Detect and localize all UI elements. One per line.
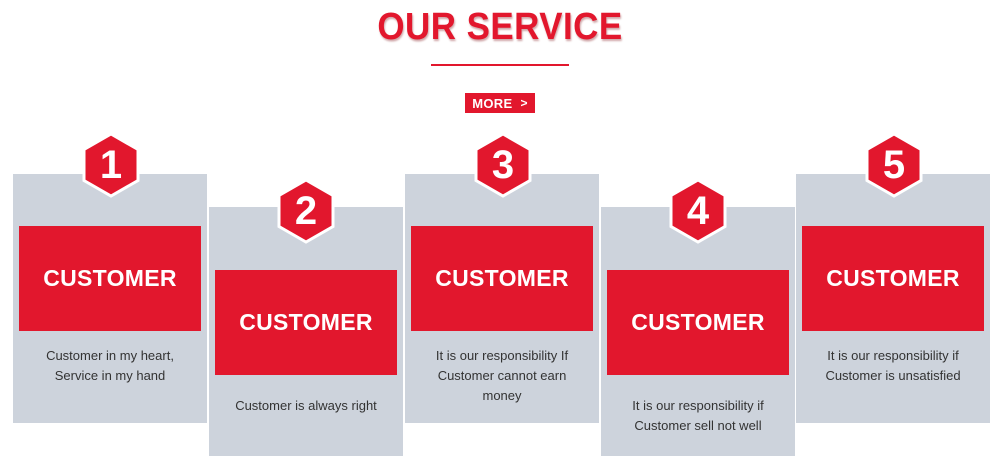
more-button[interactable]: MORE > (465, 93, 535, 113)
badge-number: 5 (882, 142, 906, 187)
card-banner: CUSTOMER (411, 226, 593, 331)
card-description: Customer is always right (219, 396, 393, 416)
service-card-1: CUSTOMER Customer in my heart, Service i… (13, 174, 207, 423)
badge-number: 4 (686, 188, 710, 233)
service-card-5: CUSTOMER It is our responsibility if Cus… (796, 174, 990, 423)
card-banner: CUSTOMER (607, 270, 789, 375)
card-description-line: It is our responsibility If (435, 348, 569, 363)
card-description-line: Customer in my heart, (46, 348, 174, 363)
card-description: Customer in my heart, Service in my hand (23, 346, 197, 386)
hexagon-badge-3: 3 (472, 132, 534, 198)
hexagon-badge-2: 2 (275, 178, 337, 244)
card-description-line: Customer is unsatisfied (825, 368, 961, 383)
card-description-line: Customer sell not well (634, 418, 762, 433)
card-description: It is our responsibility if Customer sel… (611, 396, 785, 436)
card-description-line: Customer cannot earn (437, 368, 567, 383)
more-button-label: MORE (472, 95, 513, 111)
card-description: It is our responsibility If Customer can… (415, 346, 589, 406)
card-description-line: It is our responsibility if (827, 348, 959, 363)
card-description-line: money (482, 388, 522, 403)
card-description-line: It is our responsibility if (632, 398, 764, 413)
service-card-3: CUSTOMER It is our responsibility If Cus… (405, 174, 599, 423)
hexagon-icon (669, 178, 727, 244)
hexagon-icon (82, 132, 140, 198)
badge-number: 3 (491, 142, 515, 187)
card-description-line: Service in my hand (54, 368, 166, 383)
hexagon-icon (277, 178, 335, 244)
badge-number: 2 (294, 188, 318, 233)
card-description: It is our responsibility if Customer is … (806, 346, 980, 386)
badge-number: 1 (99, 142, 123, 187)
card-banner: CUSTOMER (215, 270, 397, 375)
card-description-line: Customer is always right (235, 398, 377, 413)
hexagon-icon (474, 132, 532, 198)
card-banner: CUSTOMER (802, 226, 984, 331)
service-card-4: CUSTOMER It is our responsibility if Cus… (601, 207, 795, 456)
chevron-right-icon: > (520, 96, 528, 110)
service-card-2: CUSTOMER Customer is always right (209, 207, 403, 456)
hexagon-badge-4: 4 (667, 178, 729, 244)
title-divider (431, 64, 569, 66)
hexagon-badge-1: 1 (80, 132, 142, 198)
hexagon-badge-5: 5 (863, 132, 925, 198)
page-title: OUR SERVICE (377, 6, 623, 48)
hexagon-icon (865, 132, 923, 198)
card-banner: CUSTOMER (19, 226, 201, 331)
